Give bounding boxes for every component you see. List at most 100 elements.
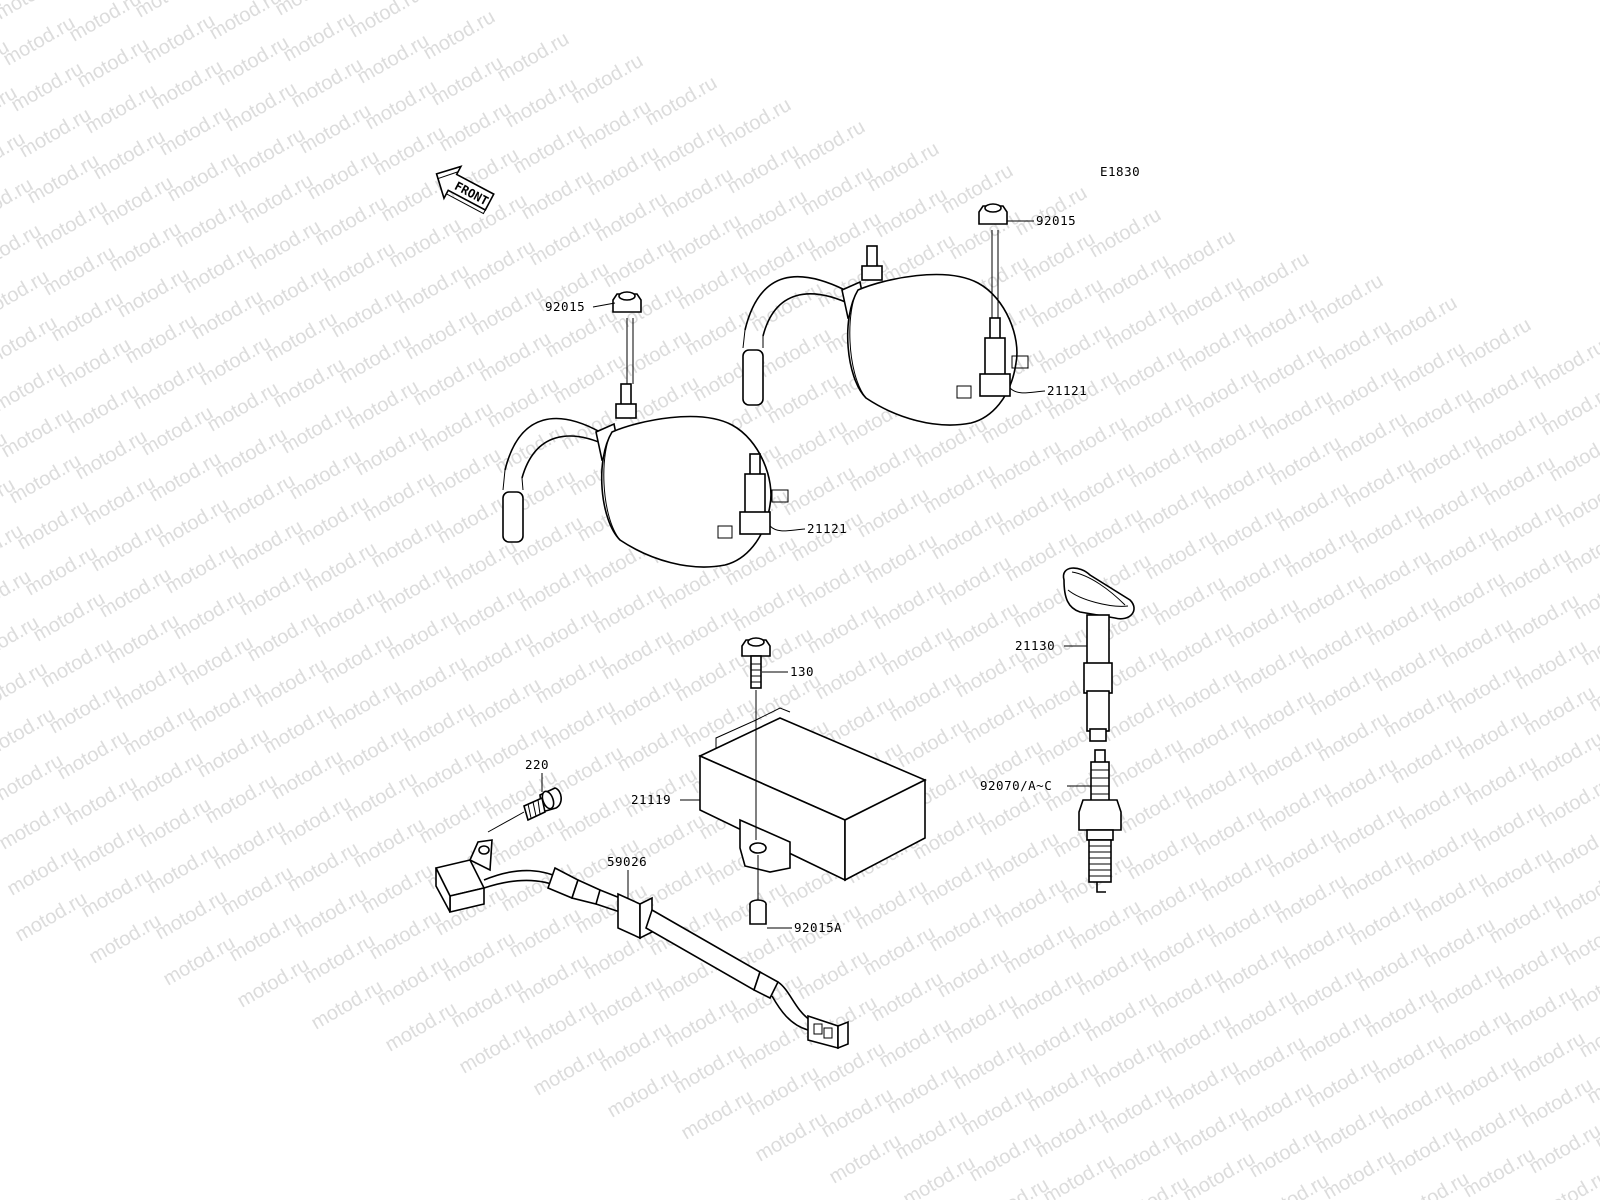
watermark-text: motod.ru: [270, 354, 349, 413]
watermark-text: motod.ru: [476, 328, 555, 387]
watermark-text: motod.ru: [872, 184, 951, 243]
watermark-text: motod.ru: [812, 646, 891, 705]
watermark-text: motod.ru: [32, 196, 111, 255]
watermark-text: motod.ru: [1198, 848, 1277, 907]
watermark-text: motod.ru: [944, 598, 1023, 657]
watermark-text: motod.ru: [1238, 1078, 1317, 1137]
watermark-text: motod.ru: [1320, 1146, 1399, 1200]
watermark-text: motod.ru: [826, 1130, 905, 1189]
watermark-text: motod.ru: [442, 536, 521, 595]
watermark-text: motod.ru: [106, 218, 185, 277]
watermark-text: motod.ru: [122, 310, 201, 369]
watermark-text: motod.ru: [1354, 938, 1433, 997]
watermark-text: motod.ru: [606, 672, 685, 731]
watermark-text: motod.ru: [518, 166, 597, 225]
watermark-text: motod.ru: [196, 332, 275, 391]
watermark-text: motod.ru: [1528, 728, 1600, 787]
watermark-text: motod.ru: [604, 1064, 683, 1123]
watermark-text: motod.ru: [386, 214, 465, 273]
watermark-text: motod.ru: [426, 444, 505, 503]
watermark-text: motod.ru: [1348, 500, 1427, 559]
watermark-text: motod.ru: [138, 402, 217, 461]
watermark-text: motod.ru: [600, 234, 679, 293]
watermark-text: motod.ru: [584, 142, 663, 201]
watermark-text: motod.ru: [318, 630, 397, 689]
watermark-text: motod.ru: [494, 28, 573, 87]
watermark-text: motod.ru: [658, 164, 737, 223]
watermark-text: motod.ru: [362, 76, 441, 135]
watermark-text: motod.ru: [98, 172, 177, 231]
watermark-text: motod.ru: [160, 932, 239, 991]
watermark-text: motod.ru: [334, 722, 413, 781]
watermark-text: motod.ru: [172, 194, 251, 253]
watermark-text: motod.ru: [86, 910, 165, 969]
watermark-text: motod.ru: [1118, 388, 1197, 447]
watermark-text: motod.ru: [4, 842, 83, 901]
watermark-text: motod.ru: [1274, 478, 1353, 537]
watermark-text: motod.ru: [1496, 544, 1575, 603]
watermark-text: motod.ru: [1174, 710, 1253, 769]
watermark-text: motod.ru: [74, 34, 153, 93]
watermark-text: motod.ru: [730, 578, 809, 637]
watermark-text: motod.ru: [510, 120, 589, 179]
watermark-text: motod.ru: [286, 446, 365, 505]
watermark-text: motod.ru: [1338, 846, 1417, 905]
watermark-text: motod.ru: [1242, 294, 1321, 353]
watermark-text: motod.ru: [308, 976, 387, 1035]
watermark-text: motod.ru: [0, 404, 77, 463]
callout-92070: 92070/A~C: [980, 778, 1052, 793]
watermark-text: motod.ru: [368, 514, 447, 573]
watermark-text: motod.ru: [1504, 590, 1583, 649]
watermark-text: motod.ru: [38, 634, 117, 693]
watermark-text: motod.ru: [984, 828, 1063, 887]
watermark-text: motod.ru: [1214, 940, 1293, 999]
watermark-text: motod.ru: [1036, 320, 1115, 379]
watermark-text: motod.ru: [672, 648, 751, 707]
watermark-text: motod.ru: [772, 416, 851, 475]
watermark-text: motod.ru: [1126, 434, 1205, 493]
watermark-text: motod.ru: [1370, 1030, 1449, 1089]
watermark-text: motod.ru: [598, 626, 677, 685]
watermark-text: motod.ru: [252, 654, 331, 713]
watermark-text: motod.ru: [678, 1086, 757, 1145]
watermark-text: motod.ru: [374, 952, 453, 1011]
watermark-text: motod.ru: [1282, 524, 1361, 583]
watermark-text: motod.ru: [90, 126, 169, 185]
watermark-text: motod.ru: [764, 370, 843, 429]
watermark-text: motod.ru: [1000, 920, 1079, 979]
watermark-text: motod.ru: [1086, 204, 1165, 263]
callout-92015-left: 92015: [545, 299, 585, 314]
watermark-text: motod.ru: [1390, 338, 1469, 397]
watermark-text: motod.ru: [1108, 734, 1187, 793]
watermark-text: motod.ru: [1240, 686, 1319, 745]
watermark-text: motod.ru: [1324, 362, 1403, 421]
watermark-text: motod.ru: [870, 576, 949, 635]
watermark-text: motod.ru: [936, 552, 1015, 611]
watermark-text: motod.ru: [188, 286, 267, 345]
watermark-text: motod.ru: [664, 602, 743, 661]
watermark-text: motod.ru: [1094, 250, 1173, 309]
watermark-text: motod.ru: [302, 538, 381, 597]
watermark-text: motod.ru: [280, 8, 359, 67]
watermark-text: motod.ru: [516, 558, 595, 617]
watermark-text: motod.ru: [958, 1082, 1037, 1141]
callout-21121-right: 21121: [1047, 383, 1087, 398]
watermark-text: motod.ru: [1518, 1074, 1597, 1133]
watermark-text: motod.ru: [642, 72, 721, 131]
watermark-text: motod.ru: [966, 1128, 1045, 1187]
watermark-text: motod.ru: [1396, 776, 1475, 835]
watermark-text: motod.ru: [1372, 638, 1451, 697]
watermark-text: motod.ru: [360, 468, 439, 527]
watermark-text: motod.ru: [1184, 364, 1263, 423]
ignition-coil-right: [742, 245, 1029, 426]
watermark-text: motod.ru: [230, 124, 309, 183]
watermark-text: motod.ru: [170, 586, 249, 645]
watermark-text: motod.ru: [1428, 960, 1507, 1019]
watermark-text: motod.ru: [942, 990, 1021, 1049]
watermark-text: motod.ru: [1140, 918, 1219, 977]
watermark-text: motod.ru: [222, 78, 301, 137]
watermark-text: motod.ru: [300, 930, 379, 989]
watermark-text: motod.ru: [1420, 914, 1499, 973]
watermark-text: motod.ru: [468, 282, 547, 341]
